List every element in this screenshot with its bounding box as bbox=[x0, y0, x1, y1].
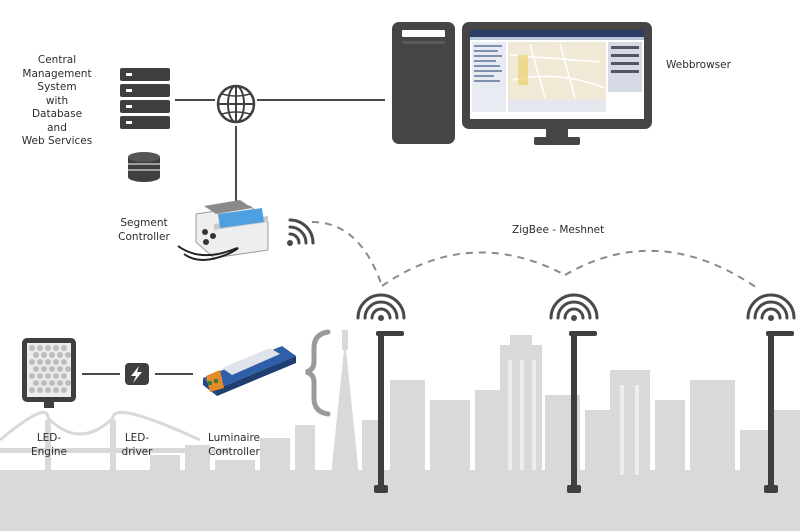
luminaire-controller-label-line: Luminaire bbox=[207, 432, 261, 444]
street-lamp-3 bbox=[746, 293, 796, 493]
database-icon bbox=[128, 152, 160, 182]
monitor-icon bbox=[462, 22, 652, 145]
meshnet-links bbox=[311, 221, 761, 291]
cms-label-line: Management bbox=[22, 67, 92, 80]
led-driver-label-line: LED- bbox=[124, 432, 150, 444]
pc-tower-icon bbox=[392, 22, 455, 144]
street-lamp-1 bbox=[356, 293, 406, 493]
street-lamp-2 bbox=[549, 293, 599, 493]
wifi-icon bbox=[287, 218, 315, 246]
server-icon bbox=[120, 68, 170, 129]
segment-controller-label-line: Segment bbox=[120, 217, 168, 229]
cms-label: Central Management System with Database … bbox=[14, 54, 100, 149]
cms-label-line: and bbox=[47, 121, 67, 134]
cms-label-line: System bbox=[37, 81, 77, 93]
led-driver-icon bbox=[125, 363, 149, 385]
led-engine-label: LED- Engine bbox=[22, 432, 76, 459]
luminaire-controller-label-line: Controller bbox=[208, 445, 260, 458]
segment-controller-label: Segment Controller bbox=[112, 217, 176, 244]
wifi-icon bbox=[356, 293, 406, 321]
luminaire-controller-device bbox=[203, 346, 296, 396]
segment-controller-label-line: Controller bbox=[118, 230, 170, 243]
luminaire-controller-label: Luminaire Controller bbox=[200, 432, 268, 459]
wifi-icon bbox=[746, 293, 796, 321]
cms-label-line: with bbox=[45, 94, 69, 107]
meshnet-label: ZigBee - Meshnet bbox=[512, 224, 605, 236]
wifi-icon bbox=[549, 293, 599, 321]
cms-label-line: Database bbox=[31, 108, 83, 120]
led-driver-label-line: driver bbox=[121, 445, 153, 458]
segment-controller-device bbox=[177, 200, 269, 261]
led-engine-label-line: Engine bbox=[31, 445, 67, 458]
led-engine-icon bbox=[22, 338, 76, 408]
globe-icon bbox=[216, 84, 256, 124]
brace-icon bbox=[305, 329, 331, 417]
led-engine-label-line: LED- bbox=[36, 432, 62, 444]
cms-label-line: Web Services bbox=[21, 135, 93, 147]
webbrowser-label: Webbrowser bbox=[666, 59, 731, 71]
led-driver-label: LED- driver bbox=[112, 432, 162, 459]
cms-label-line: Central bbox=[37, 54, 77, 66]
